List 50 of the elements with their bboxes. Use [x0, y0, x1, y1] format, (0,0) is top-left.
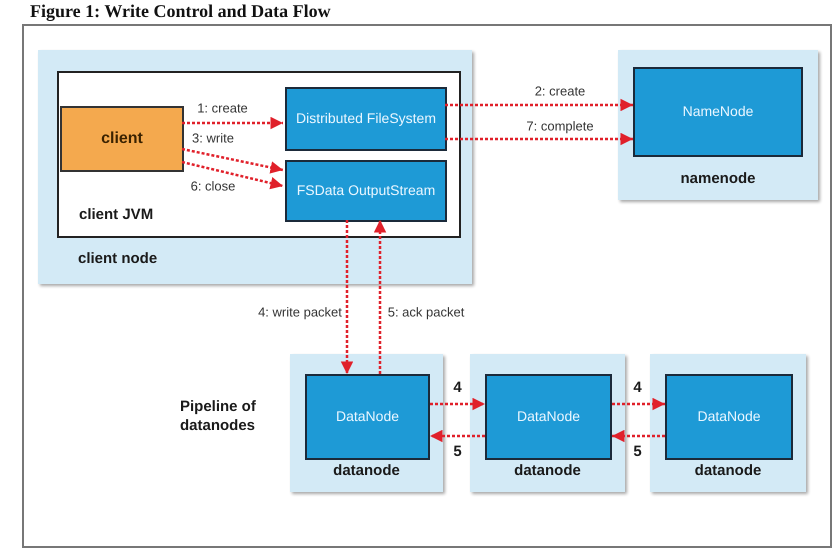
- pipeline-label: Pipeline of datanodes: [180, 398, 257, 436]
- edge-label: 7: complete: [526, 117, 594, 136]
- arrow: [445, 98, 633, 112]
- edge-label: 6: close: [190, 177, 236, 196]
- arrow: [374, 220, 386, 374]
- jvm-box: [57, 71, 461, 238]
- edge-label: 4: [453, 378, 462, 398]
- node-panel: [618, 50, 818, 200]
- arrow: [182, 116, 283, 130]
- node-label: NameNode: [682, 103, 754, 121]
- node-label: namenode: [680, 168, 756, 188]
- node-panel: [38, 50, 472, 284]
- node-panel: [470, 354, 625, 492]
- node-label: Distributed FileSystem: [294, 110, 438, 128]
- arrow: [182, 160, 284, 190]
- component-box: [285, 87, 447, 151]
- client-box: [60, 106, 184, 172]
- figure-title: Figure 1: Write Control and Data Flow: [30, 0, 331, 22]
- edge-label: 5: ack packet: [388, 303, 464, 322]
- component-box: [633, 67, 803, 157]
- node-label: DataNode: [696, 408, 762, 426]
- edge-label: 2: create: [534, 82, 586, 100]
- node-label: datanode: [333, 460, 400, 480]
- component-box: [485, 374, 612, 460]
- node-label: DataNode: [334, 408, 400, 426]
- edge-label: 5: [633, 442, 642, 462]
- arrow: [430, 398, 485, 410]
- node-label: datanode: [514, 460, 581, 480]
- node-label: FSData OutputStream: [296, 182, 436, 200]
- component-box: [665, 374, 793, 460]
- node-label: client JVM: [79, 204, 154, 224]
- arrow: [445, 132, 633, 146]
- arrow: [430, 430, 485, 442]
- component-box: [285, 160, 447, 222]
- component-box: [305, 374, 430, 460]
- edge-label: 5: [453, 442, 462, 462]
- node-panel: [650, 354, 806, 492]
- edge-label: 1: create: [197, 99, 248, 118]
- edge-label: 4: write packet: [258, 303, 342, 322]
- node-panel: [290, 354, 443, 492]
- node-label: datanode: [694, 460, 762, 480]
- arrow: [612, 398, 665, 410]
- node-label: client node: [78, 248, 158, 268]
- node-label: DataNode: [516, 408, 582, 426]
- arrow: [612, 430, 665, 442]
- arrow: [182, 148, 284, 174]
- edge-label: 3: write: [192, 129, 234, 148]
- arrow: [340, 220, 354, 374]
- node-label: client: [100, 129, 144, 149]
- edge-label: 4: [633, 378, 642, 398]
